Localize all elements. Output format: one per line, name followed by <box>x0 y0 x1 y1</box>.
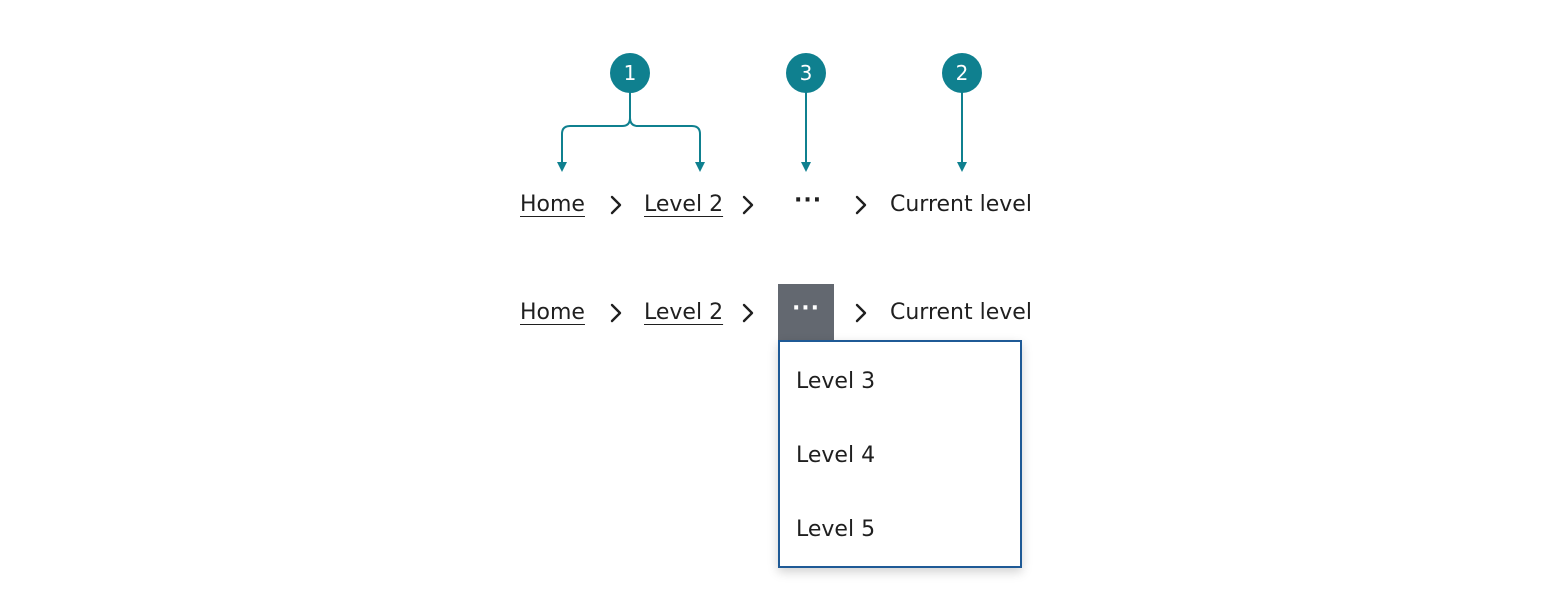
ellipsis-icon: ··· <box>791 296 821 321</box>
menu-item-level-5[interactable]: Level 5 <box>796 517 876 542</box>
callout-2-label: 2 <box>955 61 969 85</box>
menu-item-level-3[interactable]: Level 3 <box>796 369 876 394</box>
callout-2-circle <box>942 53 982 93</box>
callout-3-circle <box>786 53 826 93</box>
chevron-right-icon <box>610 195 622 215</box>
callout-2-line <box>957 92 967 172</box>
callout-3-label: 3 <box>799 61 813 85</box>
breadcrumb-current-level: Current level <box>890 192 1032 217</box>
chevron-right-icon <box>855 195 867 215</box>
ellipsis-button[interactable]: ··· <box>778 284 834 340</box>
callout-1-label: 1 <box>623 61 637 85</box>
callout-1-circle <box>610 53 650 93</box>
menu-item-level-4[interactable]: Level 4 <box>796 443 876 468</box>
breadcrumb-link-level-2[interactable]: Level 2 <box>644 192 724 217</box>
chevron-right-icon <box>742 195 754 215</box>
breadcrumb-link-home[interactable]: Home <box>520 300 585 325</box>
ellipsis-icon[interactable]: ··· <box>794 188 823 213</box>
breadcrumb-current-level: Current level <box>890 300 1032 325</box>
callout-1-bracket <box>557 92 705 172</box>
breadcrumb-link-home[interactable]: Home <box>520 192 585 217</box>
breadcrumb-link-level-2[interactable]: Level 2 <box>644 300 724 325</box>
chevron-right-icon <box>610 303 622 323</box>
overflow-dropdown-menu: Level 3 Level 4 Level 5 <box>778 340 1022 568</box>
callout-3-line <box>801 92 811 172</box>
chevron-right-icon <box>742 303 754 323</box>
chevron-right-icon <box>855 303 867 323</box>
